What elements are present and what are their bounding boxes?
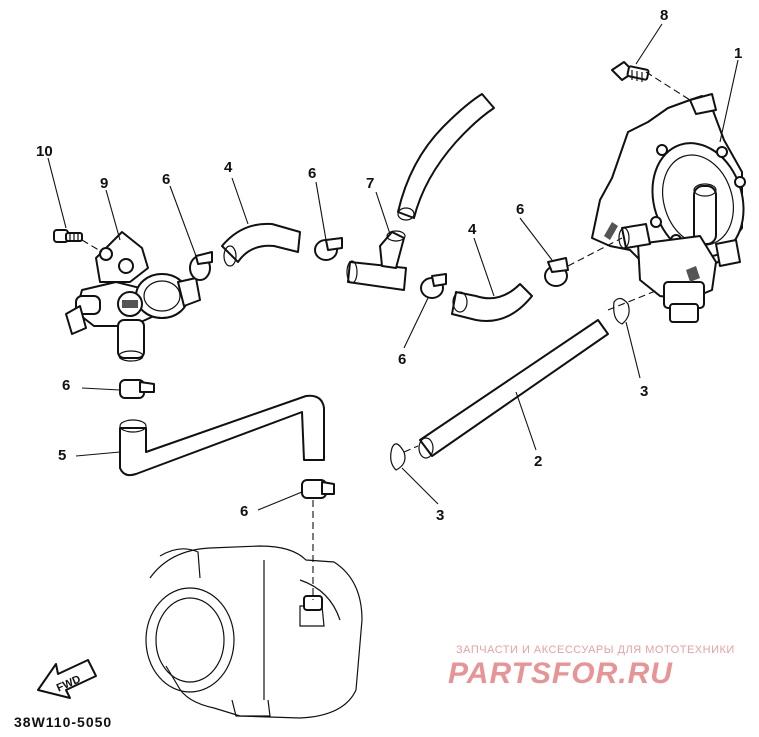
callout-7: 7 <box>366 175 374 192</box>
callout-6-b: 6 <box>308 165 316 182</box>
hose-top-end <box>397 207 415 221</box>
clip-3-b <box>390 443 406 471</box>
bolt-8 <box>611 61 650 82</box>
connection-lines <box>81 71 691 600</box>
fuel-cock-assembly <box>65 231 201 362</box>
clip-6-d <box>544 257 569 287</box>
clip-6-a <box>189 251 213 281</box>
callout-6-c: 6 <box>398 351 406 368</box>
hose-4-right-end <box>452 291 468 313</box>
callout-6-f: 6 <box>240 503 248 520</box>
clip-6-c <box>420 273 447 299</box>
callout-6-d: 6 <box>516 201 524 218</box>
callout-3-a: 3 <box>640 383 648 400</box>
callout-9: 9 <box>100 175 108 192</box>
fwd-arrow-icon: FWD <box>37 659 97 699</box>
hose-2 <box>419 319 609 457</box>
leader-lines <box>47 23 739 511</box>
hose-5-end <box>119 419 147 433</box>
callout-6-a: 6 <box>162 171 170 188</box>
callout-8: 8 <box>660 7 668 24</box>
clip-6-e <box>119 379 155 399</box>
callout-2: 2 <box>534 453 542 470</box>
hose-4-left <box>221 222 301 263</box>
carburetor-outline <box>145 545 363 719</box>
hose-4-left-end <box>223 245 237 267</box>
diagram-code: 38W110-5050 <box>14 714 112 730</box>
callout-4-b: 4 <box>468 221 477 238</box>
clip-3-a <box>613 297 630 325</box>
callout-6-e: 6 <box>62 377 70 394</box>
callout-4-a: 4 <box>224 159 233 176</box>
callout-1: 1 <box>734 45 742 62</box>
hose-2-end <box>418 437 434 459</box>
fuel-pump-assembly <box>591 93 746 323</box>
callout-5: 5 <box>58 447 66 464</box>
t-joint-7 <box>346 230 407 291</box>
hose-5 <box>119 394 325 477</box>
hose-4-right <box>451 283 533 322</box>
hose-top <box>397 93 495 219</box>
clip-6-b <box>314 237 343 261</box>
watermark-tagline: ЗАПЧАСТИ И АКСЕССУАРЫ ДЛЯ МОТОТЕХНИКИ <box>456 644 735 656</box>
callout-10: 10 <box>36 143 53 160</box>
callout-3-b: 3 <box>436 507 444 524</box>
watermark-brand: PARTSFOR.RU <box>448 657 673 690</box>
screw-10 <box>53 229 83 243</box>
clip-6-f <box>301 479 335 499</box>
